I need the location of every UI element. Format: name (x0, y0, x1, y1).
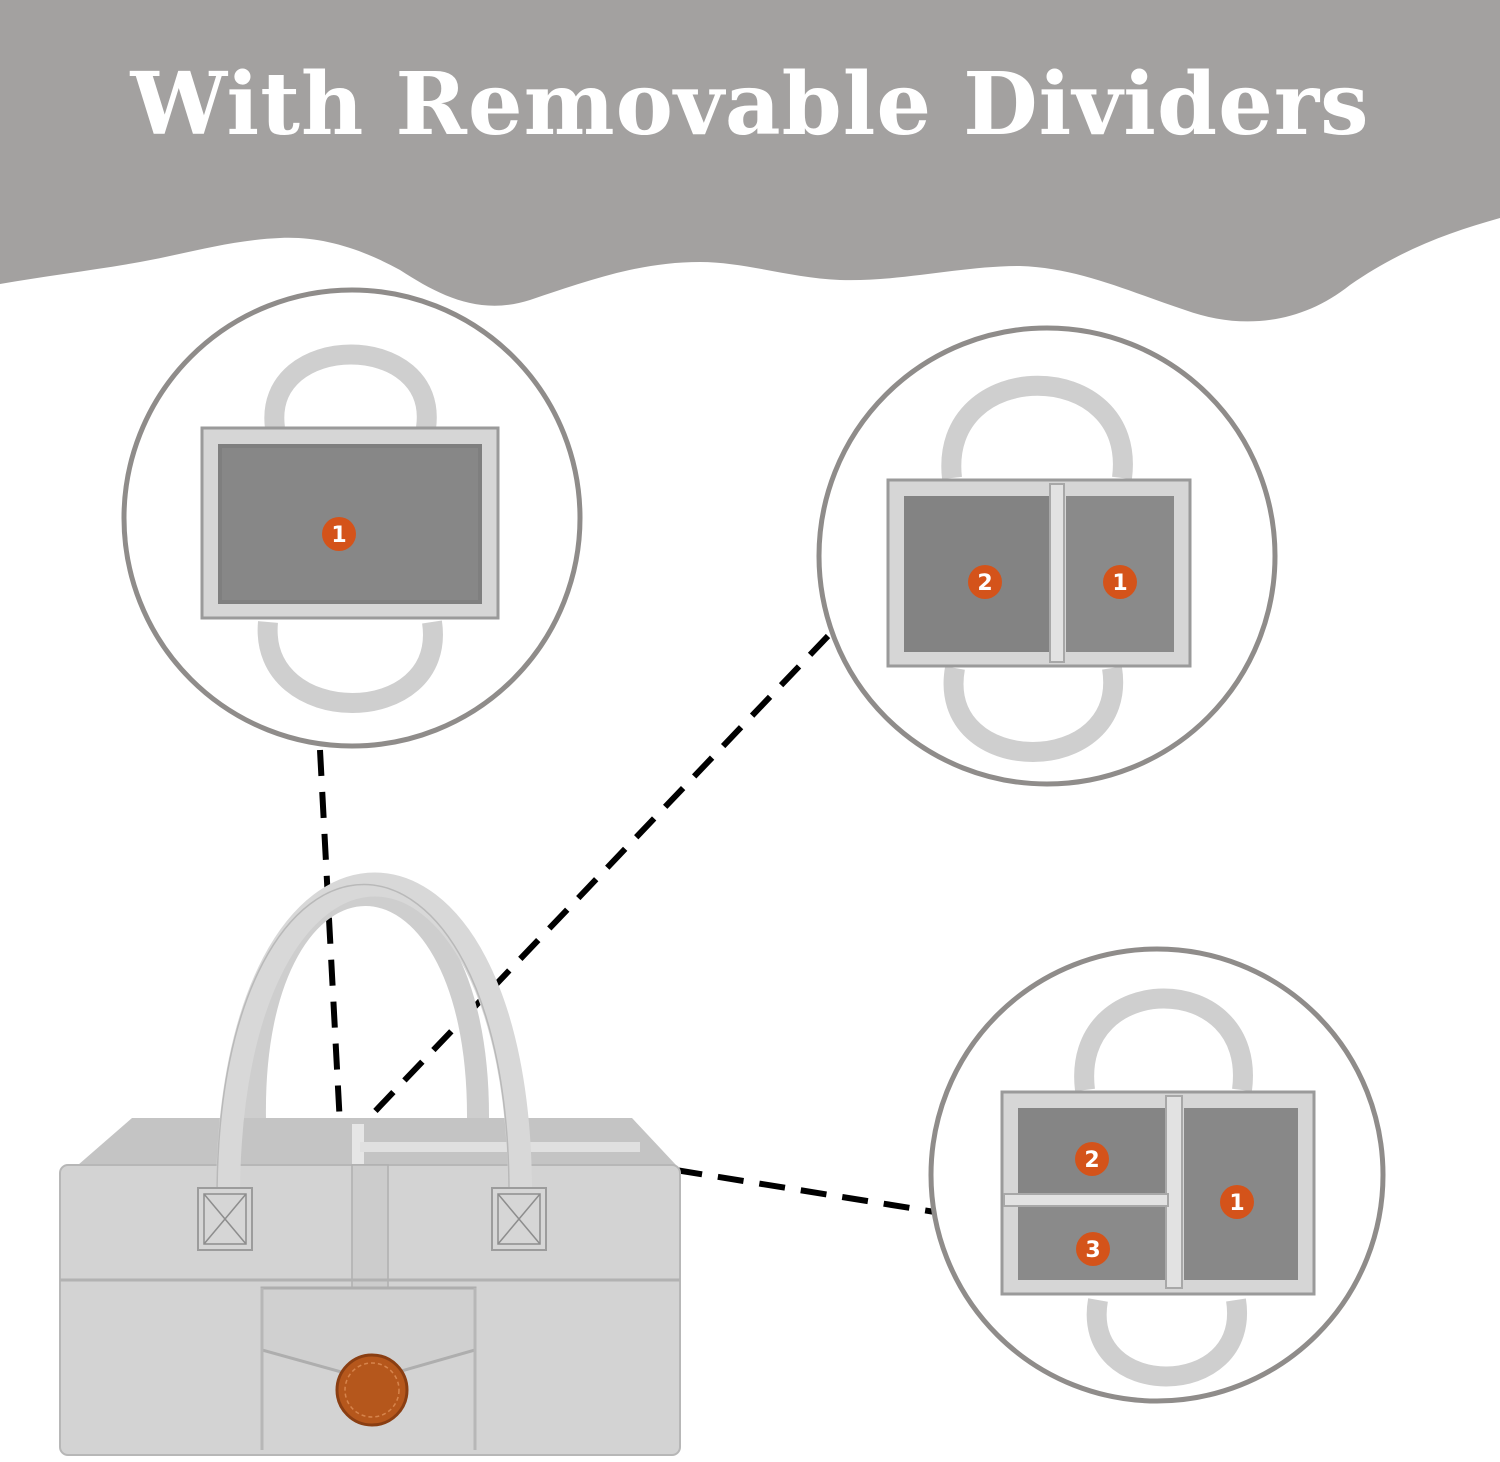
number-badge-label: 1 (1229, 1191, 1244, 1216)
bag-divider (360, 1142, 640, 1152)
inset-one-compartment: 1 (121, 287, 583, 749)
inset-three-compartments: 2 3 1 (928, 946, 1386, 1404)
leader-line-top-right (359, 633, 831, 1128)
handle-bottom (1086, 1298, 1248, 1387)
number-badge-label: 2 (977, 571, 992, 596)
number-badge (322, 517, 356, 551)
divider-horizontal (1003, 1193, 1169, 1207)
handle-tab-right (491, 1187, 547, 1251)
bag-divider (352, 1124, 364, 1170)
number-badge (1103, 565, 1137, 599)
bag-handle-front-edge (216, 883, 510, 1199)
divider-vertical (1165, 1095, 1183, 1289)
page-title: With Removable Dividers (130, 54, 1370, 155)
number-badge (968, 565, 1002, 599)
leader-line-top-left (317, 749, 343, 1126)
number-badge (1220, 1185, 1254, 1219)
divider (1049, 483, 1065, 663)
handle-top (264, 344, 437, 430)
felt-caddy-bag (59, 872, 681, 1456)
handle-bottom (257, 620, 443, 713)
handle-top (941, 375, 1133, 480)
handle-tab-left (197, 1187, 253, 1251)
number-badge-label: 2 (1084, 1148, 1099, 1173)
bag-handle-front (216, 872, 533, 1199)
bag-front-strap (351, 1164, 389, 1296)
number-badge (1076, 1232, 1110, 1266)
bag-inner-wall (78, 1118, 676, 1165)
number-badge (1075, 1142, 1109, 1176)
banner-wave (0, 0, 1500, 322)
number-badge-label: 3 (1085, 1238, 1100, 1263)
handle-bottom (943, 666, 1124, 762)
number-badge-label: 1 (1112, 571, 1127, 596)
inset-two-compartments: 2 1 (816, 325, 1278, 787)
header-banner (0, 0, 1500, 322)
number-badge-label: 1 (331, 523, 346, 548)
leather-patch-stitch (344, 1362, 400, 1418)
handle-top (1074, 988, 1253, 1092)
leather-patch (335, 1353, 409, 1427)
